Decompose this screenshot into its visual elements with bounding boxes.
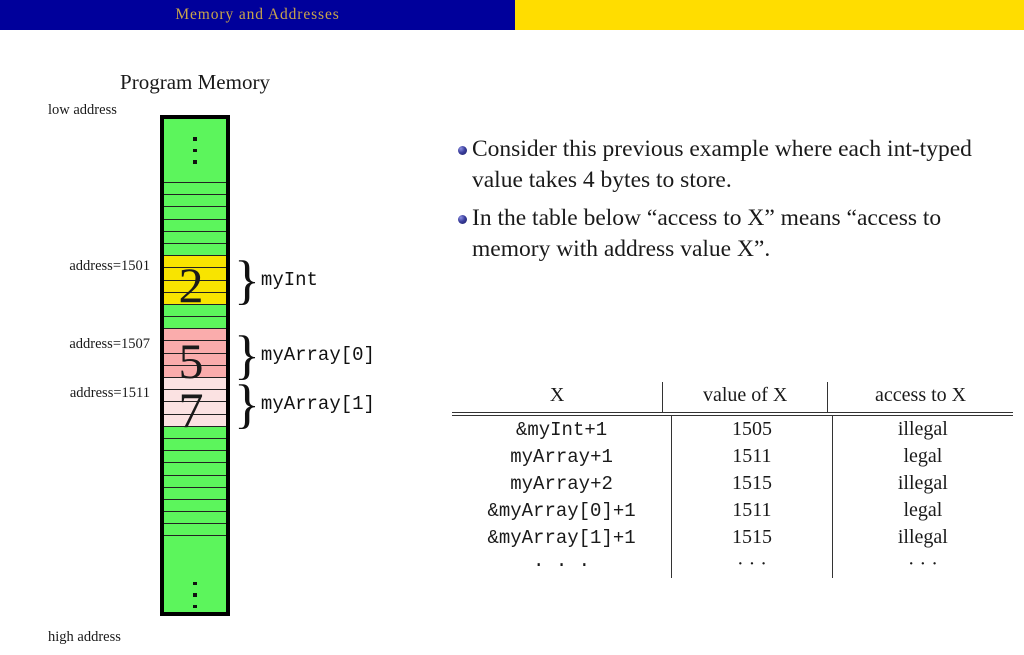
memory-cell <box>164 243 226 257</box>
title-bar-blue-section: Memory and Addresses <box>0 0 515 30</box>
table-double-rule <box>452 412 1013 416</box>
memory-cell-myarray0-byte <box>164 341 226 354</box>
address-label-1511: address=1511 <box>69 385 150 401</box>
cell-x: · · · <box>533 553 591 576</box>
bullet-text: In the table below “access to X” means “… <box>472 204 942 262</box>
memory-cell <box>164 524 226 537</box>
curly-brace-icon: } <box>234 374 260 434</box>
variable-label-myint: myInt <box>260 269 318 292</box>
cell-value: 1511 <box>671 443 833 470</box>
cell-value: 1515 <box>671 524 833 551</box>
memory-cell-myint-byte <box>164 268 226 281</box>
memory-cell <box>164 219 226 232</box>
brace-group-myarray1: } myArray[1] <box>234 374 375 434</box>
memory-cell-myarray0-byte <box>164 365 226 378</box>
memory-cell-ellipsis-bottom <box>164 536 226 613</box>
memory-cell <box>164 426 226 439</box>
memory-cell <box>164 487 226 500</box>
cell-access: illegal <box>831 470 1013 497</box>
low-address-label: low address <box>48 102 117 118</box>
memory-cell <box>164 451 226 464</box>
column-header-x: X <box>549 384 565 406</box>
address-label-1507: address=1507 <box>69 336 150 352</box>
title-bar-yellow-section <box>515 0 1024 30</box>
cell-access: illegal <box>831 416 1013 443</box>
memory-cell-myarray1-byte <box>164 378 226 391</box>
memory-cell-myint-byte <box>164 292 226 305</box>
memory-cell <box>164 438 226 452</box>
curly-brace-icon: } <box>234 325 260 385</box>
cell-value: · · · <box>671 551 833 578</box>
table-head: X value of X access to X <box>452 382 1013 412</box>
column-header-value: value of X <box>662 382 828 412</box>
memory-cell <box>164 512 226 525</box>
memory-cell <box>164 195 226 208</box>
cell-value: 1515 <box>671 470 833 497</box>
column-header-access: access to X <box>827 382 1013 412</box>
cell-access: · · · <box>831 551 1013 578</box>
cell-access: legal <box>831 497 1013 524</box>
memory-cell <box>164 231 226 244</box>
brace-group-myint: } myInt <box>234 250 318 310</box>
variable-label-myarray0: myArray[0] <box>260 344 375 367</box>
bullet-dot-icon <box>452 134 472 197</box>
vertical-dots-icon <box>164 119 226 182</box>
memory-cell <box>164 463 226 476</box>
cell-x: myArray+1 <box>510 445 613 468</box>
bullet-text: Consider this previous example where eac… <box>472 136 972 194</box>
memory-cell-myarray0-byte <box>164 353 226 366</box>
memory-cell-myarray1-byte <box>164 414 226 427</box>
memory-cell-myint-byte <box>164 256 226 269</box>
cell-x: &myInt+1 <box>515 418 608 441</box>
memory-cell-ellipsis-top <box>164 119 226 183</box>
table-row: · · ·· · ·· · · <box>452 551 1013 578</box>
brace-group-myarray0: } myArray[0] <box>234 325 375 385</box>
memory-cell-myint-byte <box>164 280 226 293</box>
cell-access: illegal <box>831 524 1013 551</box>
bullet-dot-icon <box>452 203 472 266</box>
memory-cell <box>164 475 226 488</box>
cell-x: &myArray[0]+1 <box>487 499 636 522</box>
title-bar: Memory and Addresses <box>0 0 1024 30</box>
memory-cell-myarray1-byte <box>164 402 226 415</box>
cell-value: 1505 <box>671 416 833 443</box>
table: X value of X access to X <box>452 382 1013 412</box>
diagram-title: Program Memory <box>120 70 270 94</box>
table-header-row: X value of X access to X <box>452 382 1013 412</box>
cell-x: &myArray[1]+1 <box>487 526 636 549</box>
memory-cell <box>164 183 226 196</box>
bullet-item: In the table below “access to X” means “… <box>452 203 1024 266</box>
memory-diagram: Program Memory low address high address <box>0 30 440 655</box>
content-column: Consider this previous example where eac… <box>452 30 1024 655</box>
memory-cell <box>164 499 226 513</box>
bullet-item: Consider this previous example where eac… <box>452 134 1024 197</box>
cell-value: 1511 <box>671 497 833 524</box>
memory-cell <box>164 207 226 220</box>
curly-brace-icon: } <box>234 250 260 310</box>
page-title: Memory and Addresses <box>175 6 340 23</box>
memory-column <box>160 115 230 617</box>
memory-cell <box>164 317 226 330</box>
memory-cell-myarray1-byte <box>164 390 226 403</box>
address-label-1501: address=1501 <box>69 258 150 274</box>
memory-cell <box>164 304 226 318</box>
memory-cell-myarray0-byte <box>164 329 226 342</box>
cell-access: legal <box>831 443 1013 470</box>
high-address-label: high address <box>48 629 121 645</box>
vertical-dots-icon <box>164 536 226 624</box>
cell-x: myArray+2 <box>510 472 613 495</box>
variable-label-myarray1: myArray[1] <box>260 393 375 416</box>
